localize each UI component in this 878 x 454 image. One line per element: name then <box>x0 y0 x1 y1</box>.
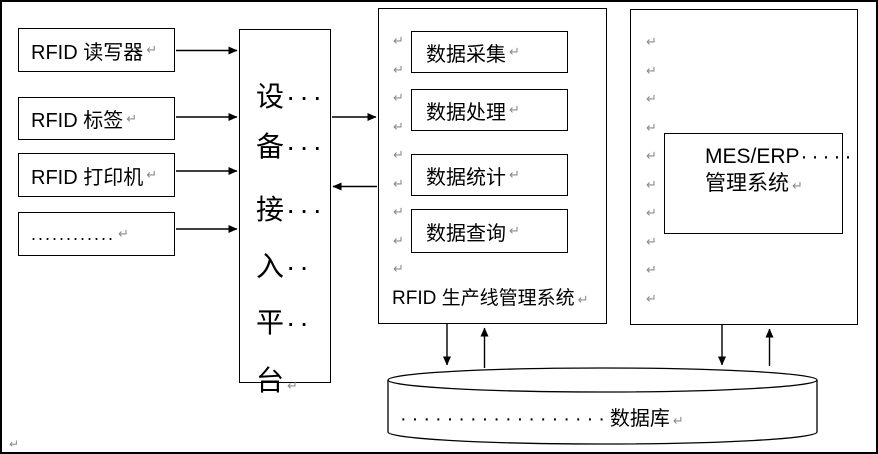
device-label: RFID 打印机 <box>31 166 144 189</box>
return-mark-icon: ↵ <box>393 147 404 162</box>
return-mark-icon: ↵ <box>393 118 404 134</box>
return-mark-icon: ↵ <box>393 232 404 248</box>
return-mark-icon: ↵ <box>393 33 404 48</box>
return-mark-icon: ↵ <box>646 91 657 106</box>
return-mark-icon: ↵ <box>646 262 657 277</box>
return-mark-icon: ↵ <box>509 44 520 59</box>
mes-erp-title-line1: MES/ERP ····· <box>705 145 856 168</box>
return-mark-icon: ↵ <box>393 61 404 77</box>
return-mark-icon: ↵ <box>646 34 657 49</box>
module-box-data-query: 数据查询 ↵ <box>411 209 568 253</box>
module-label: 数据采集 <box>426 43 506 66</box>
return-mark-icon: ↵ <box>646 205 657 220</box>
leader-dots: ····· <box>800 145 856 168</box>
platform-char: 台 <box>256 365 285 396</box>
platform-char: 平 <box>256 307 285 338</box>
return-mark-icon: ↵ <box>287 378 298 393</box>
device-label: ............ <box>31 223 116 244</box>
leader-dots: ··· <box>286 131 326 162</box>
rfid-system-title: RFID 生产线管理系统 ↵ <box>392 288 589 309</box>
return-mark-icon: ↵ <box>646 290 657 306</box>
device-box-rfid-tag: RFID 标签 ↵ <box>18 97 175 140</box>
paragraph-marks-column: ↵ ↵ ↵ ↵ ↵ ↵ ↵ ↵ ↵ ↵ <box>646 34 657 319</box>
database-cylinder <box>387 367 818 445</box>
platform-char: 接 <box>256 194 285 225</box>
return-mark-icon: ↵ <box>146 167 158 182</box>
return-mark-icon: ↵ <box>646 119 657 135</box>
leader-dots: ··· <box>286 81 326 112</box>
device-box-rfid-printer: RFID 打印机 ↵ <box>18 153 175 197</box>
leader-dots: ·· <box>286 307 313 338</box>
mes-erp-outer-box: ↵ ↵ ↵ ↵ ↵ ↵ ↵ ↵ ↵ ↵ MES/ERP ····· 管理系统 ↵ <box>630 9 858 325</box>
return-mark-icon: ↵ <box>646 148 657 163</box>
return-mark-icon: ↵ <box>577 292 589 307</box>
return-mark-icon: ↵ <box>393 261 404 276</box>
database-label: ·················· 数据库 ↵ <box>400 402 684 431</box>
platform-char-row: 平 ·· <box>256 307 313 339</box>
module-label: 数据处理 <box>426 101 506 124</box>
return-mark-icon: ↵ <box>126 110 138 126</box>
return-mark-icon: ↵ <box>646 233 657 249</box>
device-box-others: ............ ↵ <box>18 212 175 256</box>
return-mark-icon: ↵ <box>646 176 657 192</box>
device-box-rfid-reader: RFID 读写器 ↵ <box>18 28 175 72</box>
module-box-data-statistics: 数据统计 ↵ <box>411 154 568 196</box>
module-box-data-collection: 数据采集 ↵ <box>411 31 568 73</box>
platform-char-row: 备 ··· <box>256 131 326 163</box>
database-title: 数据库 <box>609 408 670 430</box>
paragraph-marks-column: ↵ ↵ ↵ ↵ ↵ ↵ ↵ ↵ ↵ <box>393 33 404 290</box>
platform-char-row: 接 ··· <box>256 194 326 226</box>
return-mark-icon: ↵ <box>509 102 520 117</box>
module-label: 数据查询 <box>426 222 506 245</box>
return-mark-icon: ↵ <box>118 226 129 241</box>
module-label: 数据统计 <box>426 166 506 189</box>
platform-char-row: 设 ··· <box>256 81 326 113</box>
rfid-system-box: ↵ ↵ ↵ ↵ ↵ ↵ ↵ ↵ ↵ 数据采集 ↵ 数据处理 ↵ 数据统计 ↵ 数… <box>378 8 607 324</box>
return-mark-icon: ↵ <box>146 42 158 57</box>
leader-dots: ·· <box>286 251 313 282</box>
return-mark-icon: ↵ <box>509 167 520 182</box>
device-access-platform-box: 设 ··· 备 ··· 接 ··· 入 ·· 平 ·· 台 ↵ <box>239 29 331 396</box>
leader-dots: ··· <box>286 194 326 225</box>
platform-char-row: 入 ·· <box>256 251 313 283</box>
return-mark-icon: ↵ <box>672 413 684 428</box>
return-mark-icon: ↵ <box>509 223 520 238</box>
return-mark-icon: ↵ <box>9 437 20 451</box>
mes-erp-title-line2: 管理系统 ↵ <box>705 170 842 199</box>
platform-char: 设 <box>256 81 285 112</box>
device-label: RFID 标签 <box>31 110 124 132</box>
module-box-data-processing: 数据处理 ↵ <box>411 89 568 131</box>
mes-erp-inner-box: MES/ERP ····· 管理系统 ↵ <box>664 133 856 234</box>
platform-char-row: 台 ↵ <box>256 365 298 402</box>
device-label: RFID 读写器 <box>31 41 144 64</box>
return-mark-icon: ↵ <box>393 204 404 219</box>
return-mark-icon: ↵ <box>646 62 657 78</box>
return-mark-icon: ↵ <box>393 90 404 105</box>
leader-dots: ·················· <box>400 408 610 430</box>
platform-char: 备 <box>256 131 285 162</box>
return-mark-icon: ↵ <box>393 175 404 191</box>
platform-char: 入 <box>256 251 285 282</box>
return-mark-icon: ↵ <box>792 178 803 193</box>
